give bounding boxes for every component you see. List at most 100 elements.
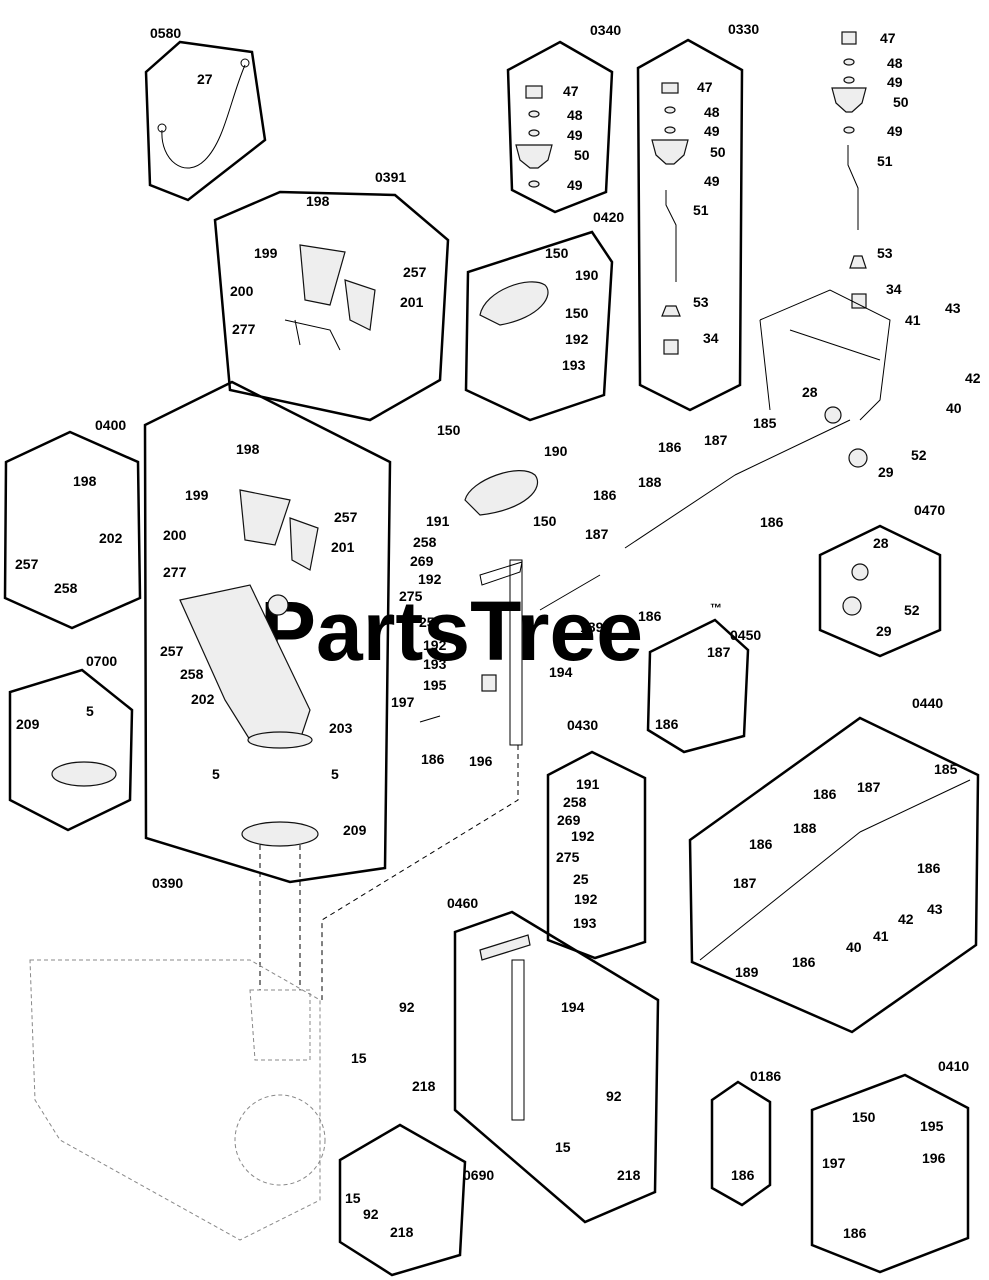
gear-part [824,406,842,424]
kit-hexagon-0410 [810,1073,970,1274]
callout-49: 49 [567,127,583,143]
callout-34: 34 [703,330,719,346]
kit-hexagon-0186 [710,1080,772,1207]
callout-269: 269 [557,812,581,828]
callout-40: 40 [846,939,862,955]
callout-257: 257 [403,264,427,280]
callout-188: 188 [638,474,662,490]
callout-209: 209 [16,716,40,732]
knob-part [831,87,867,113]
callout-198: 198 [306,193,330,209]
callout-258: 258 [563,794,587,810]
callout-186: 186 [658,439,682,455]
knob-part [515,144,553,169]
column-part [511,959,525,1121]
callout-190: 190 [575,267,599,283]
knob-cap [525,85,543,99]
kit-hexagon-0390 [143,380,392,884]
callout-193: 193 [423,656,447,672]
callout-269: 269 [410,553,434,569]
kit-label-0420: 0420 [593,209,624,225]
shaft-part [699,779,971,961]
callout-196: 196 [922,1150,946,1166]
kit-hexagon-0450 [646,618,750,754]
callout-202: 202 [191,691,215,707]
callout-186: 186 [421,751,445,767]
handle-part [479,281,549,326]
callout-53: 53 [693,294,709,310]
callout-189: 189 [580,619,604,635]
callout-277: 277 [232,321,256,337]
callout-47: 47 [880,30,896,46]
callout-191: 191 [576,776,600,792]
kit-hexagon-0330 [636,38,744,412]
washer-part [528,180,540,188]
callout-50: 50 [574,147,590,163]
housing-wheel [234,1094,326,1186]
callout-195: 195 [423,677,447,693]
callout-185: 185 [934,761,958,777]
callout-192: 192 [418,571,442,587]
deflector-part [239,489,291,546]
callout-275: 275 [556,849,580,865]
kit-label-0460: 0460 [447,895,478,911]
callout-50: 50 [710,144,726,160]
callout-186: 186 [792,954,816,970]
callout-258: 258 [180,666,204,682]
deflector-part [344,279,376,331]
callout-34: 34 [886,281,902,297]
callout-258: 258 [413,534,437,550]
deflector-part [289,517,319,571]
callout-150: 150 [533,513,557,529]
kit-label-0430: 0430 [567,717,598,733]
kit-hexagon-0430 [546,750,647,960]
callout-48: 48 [887,55,903,71]
block-part [481,674,497,692]
callout-49: 49 [704,123,720,139]
guide-line [321,745,519,1000]
kit-hexagon-0580 [144,40,267,202]
callout-258: 258 [54,580,78,596]
callout-15: 15 [555,1139,571,1155]
callout-186: 186 [843,1225,867,1241]
callout-196: 196 [469,753,493,769]
kit-label-0470: 0470 [914,502,945,518]
kit-hexagon-0690 [338,1123,467,1277]
callout-52: 52 [904,602,920,618]
kit-label-0690: 0690 [463,1167,494,1183]
callout-186: 186 [760,514,784,530]
callout-43: 43 [927,901,943,917]
ring-part [241,821,319,847]
callout-218: 218 [412,1078,436,1094]
callout-201: 201 [331,539,355,555]
callout-186: 186 [655,716,679,732]
callout-218: 218 [617,1167,641,1183]
callout-192: 192 [571,828,595,844]
callout-194: 194 [549,664,573,680]
gear-part [267,594,289,616]
callout-275: 275 [399,588,423,604]
callout-186: 186 [813,786,837,802]
callout-25: 25 [573,871,589,887]
watermark-trademark: ™ [710,601,722,615]
callout-187: 187 [704,432,728,448]
kit-label-0340: 0340 [590,22,621,38]
callout-40: 40 [946,400,962,416]
callout-29: 29 [876,623,892,639]
callout-199: 199 [254,245,278,261]
kit-label-0580: 0580 [150,25,181,41]
knob-cap [661,82,679,94]
callout-257: 257 [160,643,184,659]
callout-193: 193 [573,915,597,931]
callout-48: 48 [567,107,583,123]
shaft-part [624,419,851,549]
washer-part [528,110,540,118]
kit-label-0440: 0440 [912,695,943,711]
callout-200: 200 [163,527,187,543]
callout-209: 209 [343,822,367,838]
callout-198: 198 [73,473,97,489]
kit-hexagon-0391 [213,190,450,422]
callout-190: 190 [544,443,568,459]
callout-187: 187 [733,875,757,891]
callout-187: 187 [707,644,731,660]
